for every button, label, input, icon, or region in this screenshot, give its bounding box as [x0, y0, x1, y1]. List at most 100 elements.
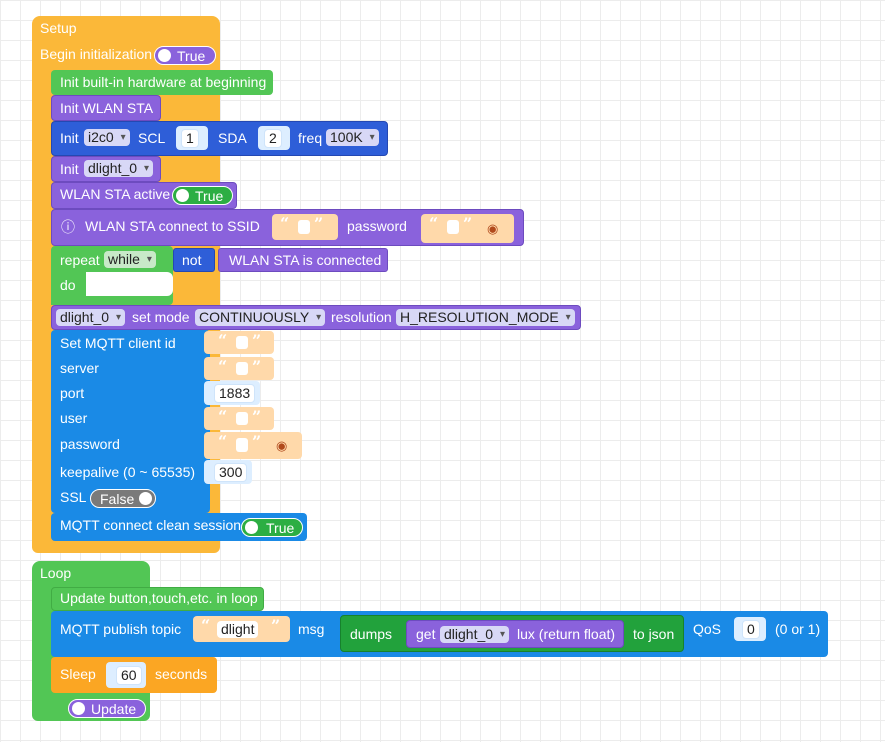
resolution-label: resolution: [331, 309, 392, 325]
wlan-connected-label: WLAN STA is connected: [229, 252, 382, 268]
server-input[interactable]: [236, 362, 248, 375]
sda-value[interactable]: 2: [264, 129, 282, 148]
not-block[interactable]: [173, 248, 215, 272]
wlan-connect-label: WLAN STA connect to SSID: [85, 218, 260, 234]
init-wlan-block[interactable]: [51, 95, 161, 121]
password-label: password: [347, 218, 407, 234]
mqtt-password-string-block[interactable]: “ ” ◉: [204, 432, 302, 459]
quote-close-icon: ”: [463, 214, 473, 233]
toggle-knob: [158, 49, 171, 62]
ssid-string-block[interactable]: “ ”: [272, 214, 338, 240]
seconds-label: seconds: [155, 666, 208, 682]
toggle-label: True: [195, 188, 224, 204]
dlight-dropdown[interactable]: dlight_0: [84, 160, 154, 177]
wlan-active-label: WLAN STA active: [60, 186, 171, 202]
get-device-dropdown[interactable]: dlight_0: [440, 626, 510, 643]
quote-close-icon: ”: [314, 214, 324, 233]
mqtt-connect-toggle[interactable]: True: [241, 518, 303, 537]
repeat-label: repeat: [60, 252, 100, 268]
quote-open-icon: “: [280, 214, 290, 233]
mqtt-password-label: password: [60, 436, 120, 452]
wlan-password-input[interactable]: [447, 220, 459, 234]
user-string-block[interactable]: “ ”: [204, 407, 274, 430]
port-label: port: [60, 385, 85, 401]
quote-close-icon: ”: [252, 331, 262, 350]
quote-open-icon: “: [201, 616, 211, 635]
quote-close-icon: ”: [252, 407, 262, 426]
resolution-dropdown[interactable]: H_RESOLUTION_MODE: [396, 309, 575, 326]
client-id-string-block[interactable]: “ ”: [204, 331, 274, 354]
qos-value[interactable]: 0: [742, 620, 760, 639]
msg-label: msg: [298, 621, 325, 637]
server-string-block[interactable]: “ ”: [204, 357, 274, 380]
toggle-knob: [245, 521, 258, 534]
wlan-connected-block[interactable]: [218, 248, 388, 272]
port-value[interactable]: 1883: [214, 384, 256, 403]
info-icon[interactable]: ⓘ: [61, 219, 75, 235]
ssid-input[interactable]: [298, 220, 310, 234]
qos-hint: (0 or 1): [775, 621, 821, 637]
loop-title: Loop: [40, 565, 72, 581]
mqtt-password-input[interactable]: [236, 438, 248, 452]
mqtt-client-block[interactable]: [51, 330, 210, 513]
i2c-bus-dropdown[interactable]: i2c0: [84, 129, 130, 146]
user-input[interactable]: [236, 412, 248, 425]
keepalive-value[interactable]: 300: [214, 463, 248, 482]
freq-label: freq: [298, 130, 323, 146]
quote-open-icon: “: [429, 214, 439, 233]
dumps-label: dumps: [350, 626, 393, 642]
repeat-mode-dropdown[interactable]: while: [104, 251, 156, 268]
user-label: user: [60, 410, 88, 426]
topic-input[interactable]: dlight: [217, 621, 259, 638]
get-label: get: [416, 626, 436, 642]
lux-label: lux (return float): [517, 626, 616, 642]
mode-dropdown[interactable]: CONTINUOUSLY: [195, 309, 326, 326]
toggle-label: Update: [91, 701, 137, 717]
keepalive-label: keepalive (0 ~ 65535): [60, 464, 196, 480]
eye-icon[interactable]: ◉: [487, 221, 499, 236]
freq-dropdown[interactable]: 100K: [326, 129, 379, 146]
to-json-label: to json: [633, 626, 675, 642]
quote-close-icon: ”: [252, 432, 262, 451]
toggle-label: True: [266, 520, 295, 536]
begin-init-label: Begin initialization: [40, 46, 153, 62]
toggle-knob: [176, 189, 189, 202]
init-hardware-block[interactable]: [51, 70, 273, 95]
scl-value[interactable]: 1: [181, 129, 199, 148]
sleep-value[interactable]: 60: [116, 666, 142, 685]
qos-label: QoS: [693, 621, 722, 637]
sda-label: SDA: [218, 130, 247, 146]
ssl-label: SSL: [60, 489, 87, 505]
init-dlight-label: Init: [60, 161, 79, 177]
setup-title: Setup: [40, 20, 77, 36]
wlan-active-toggle[interactable]: True: [172, 186, 233, 205]
ssl-toggle[interactable]: False: [90, 489, 156, 508]
init-hardware-label: Init built-in hardware at beginning: [60, 74, 267, 90]
update-toggle[interactable]: Update: [68, 699, 146, 718]
quote-close-icon: ”: [271, 616, 281, 635]
wlan-password-string-block[interactable]: “ ” ◉: [421, 214, 514, 243]
toggle-knob: [72, 702, 85, 715]
init-wlan-label: Init WLAN STA: [60, 100, 154, 116]
quote-close-icon: ”: [252, 357, 262, 376]
set-mode-device-dropdown[interactable]: dlight_0: [56, 309, 126, 326]
begin-init-toggle[interactable]: True: [154, 46, 216, 65]
quote-open-icon: “: [218, 357, 228, 376]
update-loop-label: Update button,touch,etc. in loop: [60, 590, 258, 606]
not-label: not: [182, 252, 202, 268]
eye-icon[interactable]: ◉: [276, 438, 288, 453]
client-id-input[interactable]: [236, 336, 248, 349]
repeat-do-slot: [86, 272, 173, 296]
scl-label: SCL: [138, 130, 166, 146]
do-label: do: [60, 277, 76, 293]
toggle-label: False: [100, 491, 135, 507]
quote-open-icon: “: [218, 407, 228, 426]
server-label: server: [60, 360, 99, 376]
quote-open-icon: “: [218, 432, 228, 451]
topic-string-block[interactable]: “ dlight ”: [193, 616, 290, 642]
init-i2c-label: Init: [60, 130, 79, 146]
mqtt-publish-label: MQTT publish topic: [60, 621, 182, 637]
update-loop-block[interactable]: [51, 587, 264, 611]
toggle-label: True: [177, 48, 206, 64]
mqtt-client-label: Set MQTT client id: [60, 335, 176, 351]
